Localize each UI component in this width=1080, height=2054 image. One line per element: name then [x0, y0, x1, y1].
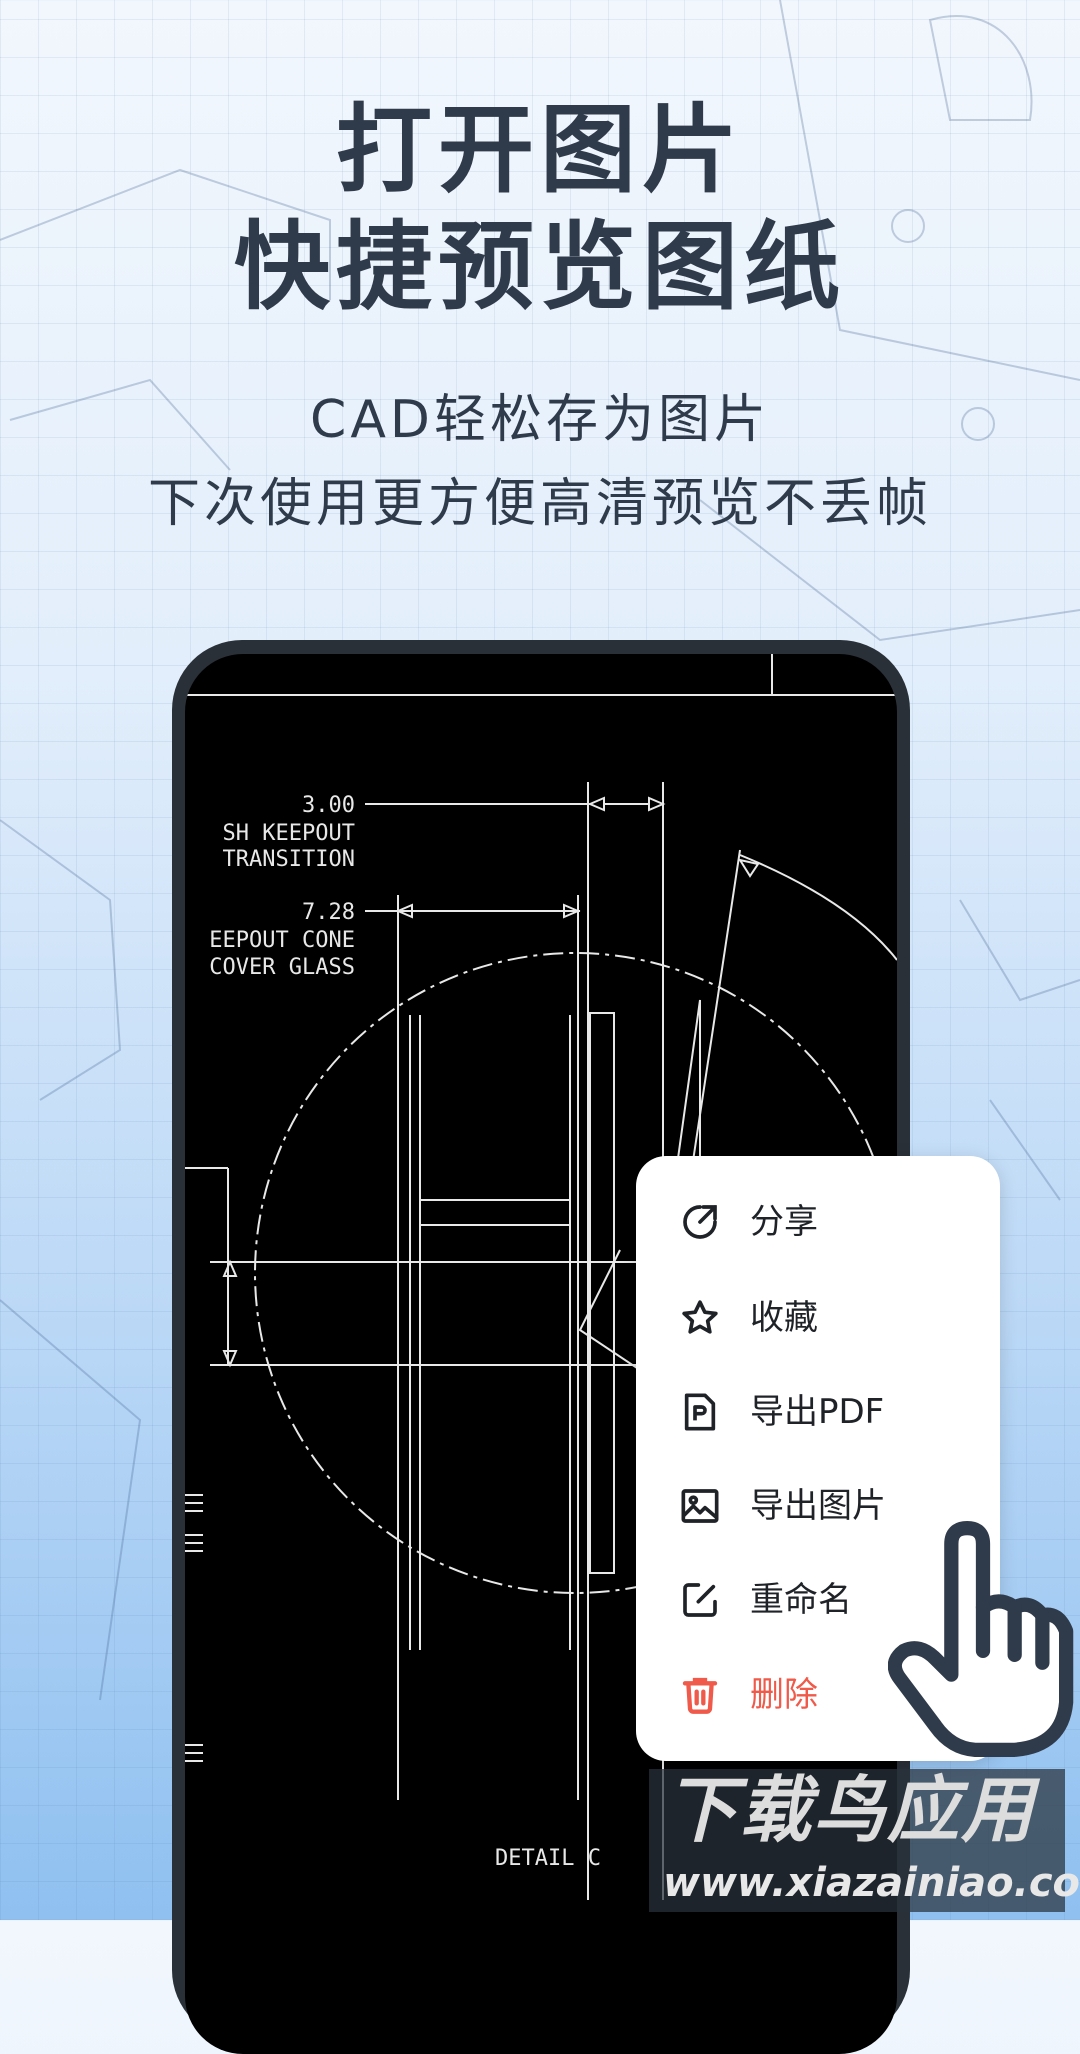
- menu-item-export-image[interactable]: 导出图片: [636, 1466, 1000, 1546]
- menu-item-favorite[interactable]: 收藏: [636, 1278, 1000, 1358]
- dimension-label: 3.00: [302, 793, 355, 818]
- menu-item-label: 删除: [750, 1675, 818, 1715]
- headline-line-2: 快捷预览图纸: [234, 211, 846, 323]
- pdf-file-icon: [684, 1393, 716, 1431]
- image-icon: [681, 1489, 719, 1523]
- drawing-note: COVER GLASS: [209, 955, 355, 980]
- edit-icon: [683, 1583, 717, 1617]
- menu-item-rename[interactable]: 重命名: [636, 1560, 1000, 1640]
- menu-item-label: 分享: [750, 1202, 818, 1242]
- menu-item-label: 导出PDF: [750, 1392, 885, 1432]
- pointing-hand-icon: [888, 1521, 1074, 1757]
- drawing-note: EEPOUT CONE: [209, 928, 355, 953]
- star-icon: [682, 1300, 718, 1334]
- watermark-url: www.xiazainiao.com: [663, 1860, 1080, 1906]
- menu-item-share[interactable]: 分享: [636, 1182, 1000, 1262]
- menu-item-delete[interactable]: 删除: [636, 1655, 1000, 1735]
- watermark-logo: 下载鸟应用 www.xiazainiao.com: [649, 1768, 1080, 1912]
- subtitle-line-1: CAD轻松存为图片: [310, 390, 770, 450]
- menu-item-export-pdf[interactable]: 导出PDF: [636, 1372, 1000, 1452]
- share-icon: [683, 1205, 717, 1239]
- headline-line-1: 打开图片: [336, 94, 744, 206]
- subtitle-line-2: 下次使用更方便高清预览不丢帧: [147, 474, 932, 534]
- menu-item-label: 导出图片: [750, 1486, 886, 1526]
- menu-item-label: 重命名: [750, 1580, 852, 1620]
- menu-item-label: 收藏: [750, 1298, 818, 1338]
- drawing-note: TRANSITION: [223, 847, 355, 872]
- drawing-detail-label: DETAIL C: [495, 1846, 601, 1871]
- trash-icon: [682, 1677, 718, 1714]
- dimension-label: 7.28: [302, 900, 355, 925]
- drawing-note: SH KEEPOUT: [223, 821, 355, 846]
- blueprint-decoration: [0, 0, 1080, 1701]
- watermark-name: 下载鸟应用: [665, 1768, 1036, 1852]
